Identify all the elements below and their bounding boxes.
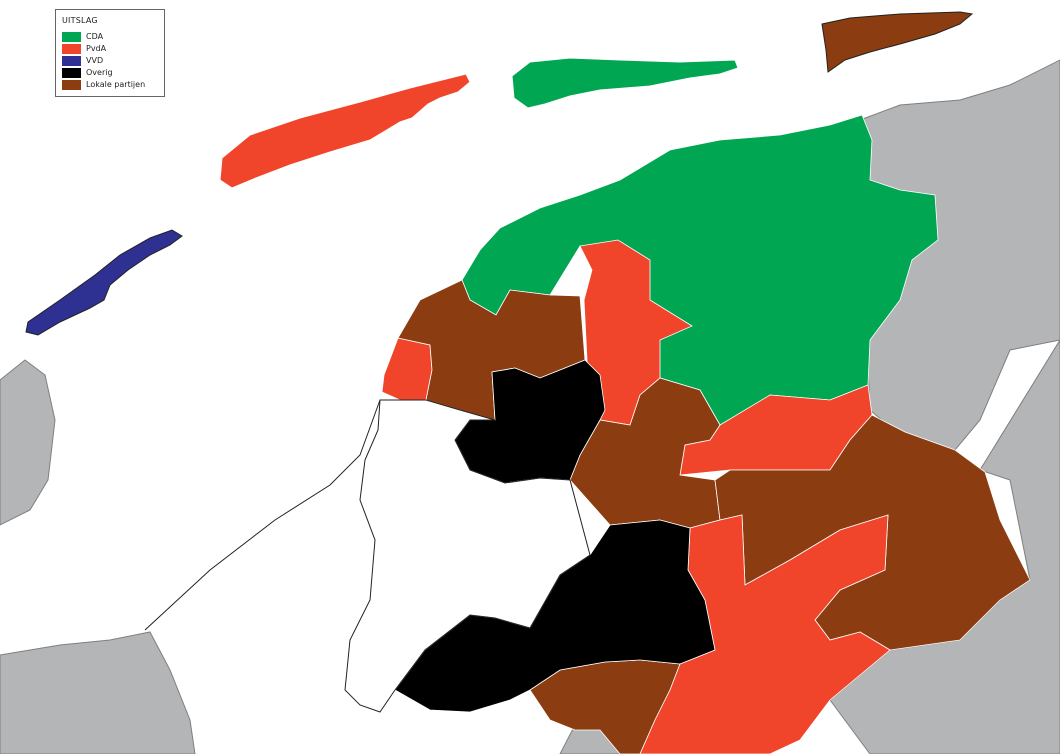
legend-label: PvdA [86, 43, 107, 53]
legend-item-vvd: VVD [62, 55, 158, 66]
legend-swatch-overig [62, 67, 81, 78]
legend-swatch-lokaal [62, 79, 81, 90]
legend-item-cda: CDA [62, 31, 158, 42]
island-terschelling [219, 73, 471, 189]
legend-label: CDA [86, 31, 104, 41]
legend-label: Lokale partijen [86, 79, 146, 89]
island-schiermonnikoog [821, 11, 974, 73]
map-legend: UITSLAG CDA PvdA VVD Overig Lokale parti… [55, 9, 165, 97]
legend-label: VVD [86, 55, 104, 65]
island-vlieland [25, 229, 183, 336]
legend-label: Overig [86, 67, 113, 77]
legend-swatch-cda [62, 31, 81, 42]
island-ameland [511, 57, 739, 109]
land-texel [0, 359, 56, 526]
legend-item-lokaal: Lokale partijen [62, 79, 158, 90]
region-pvda-harlingen [381, 337, 433, 401]
legend-item-pvda: PvdA [62, 43, 158, 54]
legend-title: UITSLAG [62, 16, 98, 25]
coastline-southwest [344, 399, 591, 713]
legend-item-overig: Overig [62, 67, 158, 78]
legend-swatch-vvd [62, 55, 81, 66]
afsluitdijk-line [144, 399, 381, 631]
land-noord-holland [0, 631, 196, 754]
legend-swatch-pvda [62, 43, 81, 54]
